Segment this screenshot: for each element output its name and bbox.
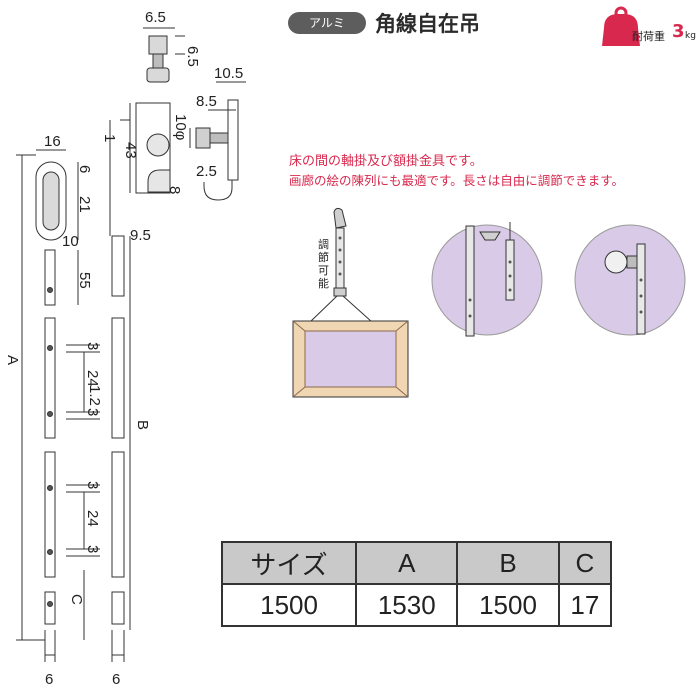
dim-6-bottom-left: 6 [45,671,53,688]
hanging-frame-illustration [292,207,409,398]
dim-6-bottom-right: 6 [112,671,120,688]
dim-6-5-w: 6.5 [145,9,166,26]
dim-3-c: 3 [84,481,101,489]
load-unit: kg [685,31,696,41]
spec-cell-a: 1530 [355,583,459,627]
load-value: 3 [672,21,685,42]
side-knob [195,127,211,149]
dim-3-b: 3 [84,408,101,416]
dim-24-b: 24 [84,510,101,527]
rod-left-3 [44,451,56,578]
picture-canvas [304,330,397,388]
dim-label-C: C [68,594,85,605]
dim-label-B: B [134,420,151,430]
spec-cell-size: 1500 [220,583,358,627]
dim-6-5-h: 6.5 [184,46,201,67]
dim-21: 21 [76,196,93,213]
spec-header-a: A [355,541,459,585]
description-line-1: 床の間の軸掛及び額掛金具です。 [289,154,483,169]
dim-16: 16 [44,133,61,150]
dim-10-5: 10.5 [214,65,243,82]
hanger-hole [146,133,170,157]
dim-55: 55 [76,272,93,289]
dim-8: 8 [166,186,183,194]
dim-43: 43 [122,142,139,159]
detail-circle-knob [574,224,686,336]
dim-6-top: 6 [76,165,93,173]
dim-2-5: 2.5 [196,163,217,180]
dim-1: 1 [101,134,118,142]
hanger-hook-slot [147,169,171,193]
top-fitting-collar [152,53,164,69]
rod-right-3 [111,451,125,578]
adjust-char-3: 可 [318,264,329,277]
dim-3-d: 3 [84,545,101,553]
dim-10phi: 10φ [172,114,189,141]
rod-left-4 [44,591,56,625]
dim-24-a: 24 [84,370,101,387]
rod-right-2 [111,317,125,439]
adjust-char-1: 調 [318,237,329,251]
material-badge: アルミ [288,12,366,34]
rod-right-1 [111,235,125,297]
spec-header-c: C [557,541,613,585]
spec-cell-c: 17 [557,583,613,627]
rod-left-2 [44,317,56,439]
spec-header-size: サイズ [220,541,358,585]
side-plate [227,99,239,181]
rod-left-1 [44,249,56,306]
spec-cell-b: 1500 [456,583,560,627]
spec-table: サイズ A B C 1500 1530 1500 17 [220,541,613,627]
top-fitting-head [148,35,168,55]
spec-header-b: B [456,541,560,585]
dim-1-2: 1.2 [86,385,103,406]
weight-icon [602,6,640,46]
product-title: 角線自在吊 [375,12,480,36]
table-row: 1500 1530 1500 17 [220,583,613,627]
spec-table-header-row: サイズ A B C [220,541,613,585]
side-hook [203,180,233,201]
dim-label-A: A [4,355,21,365]
dim-3-a: 3 [84,342,101,350]
adjust-char-2: 節 [318,250,329,264]
load-label: 耐荷重 [632,30,665,43]
side-knob-neck [209,132,229,144]
top-fitting-base [146,67,170,83]
rod-right-4 [111,591,125,625]
adjust-char-4: 能 [318,276,329,290]
dim-10: 10 [62,233,79,250]
dim-9-5: 9.5 [130,227,151,244]
description-line-2: 画廊の絵の陳列にも最適です。長さは自由に調節できます。 [289,173,625,188]
dim-8-5: 8.5 [196,93,217,110]
top-loop-inner [42,171,60,231]
detail-circle-pin [431,222,543,337]
